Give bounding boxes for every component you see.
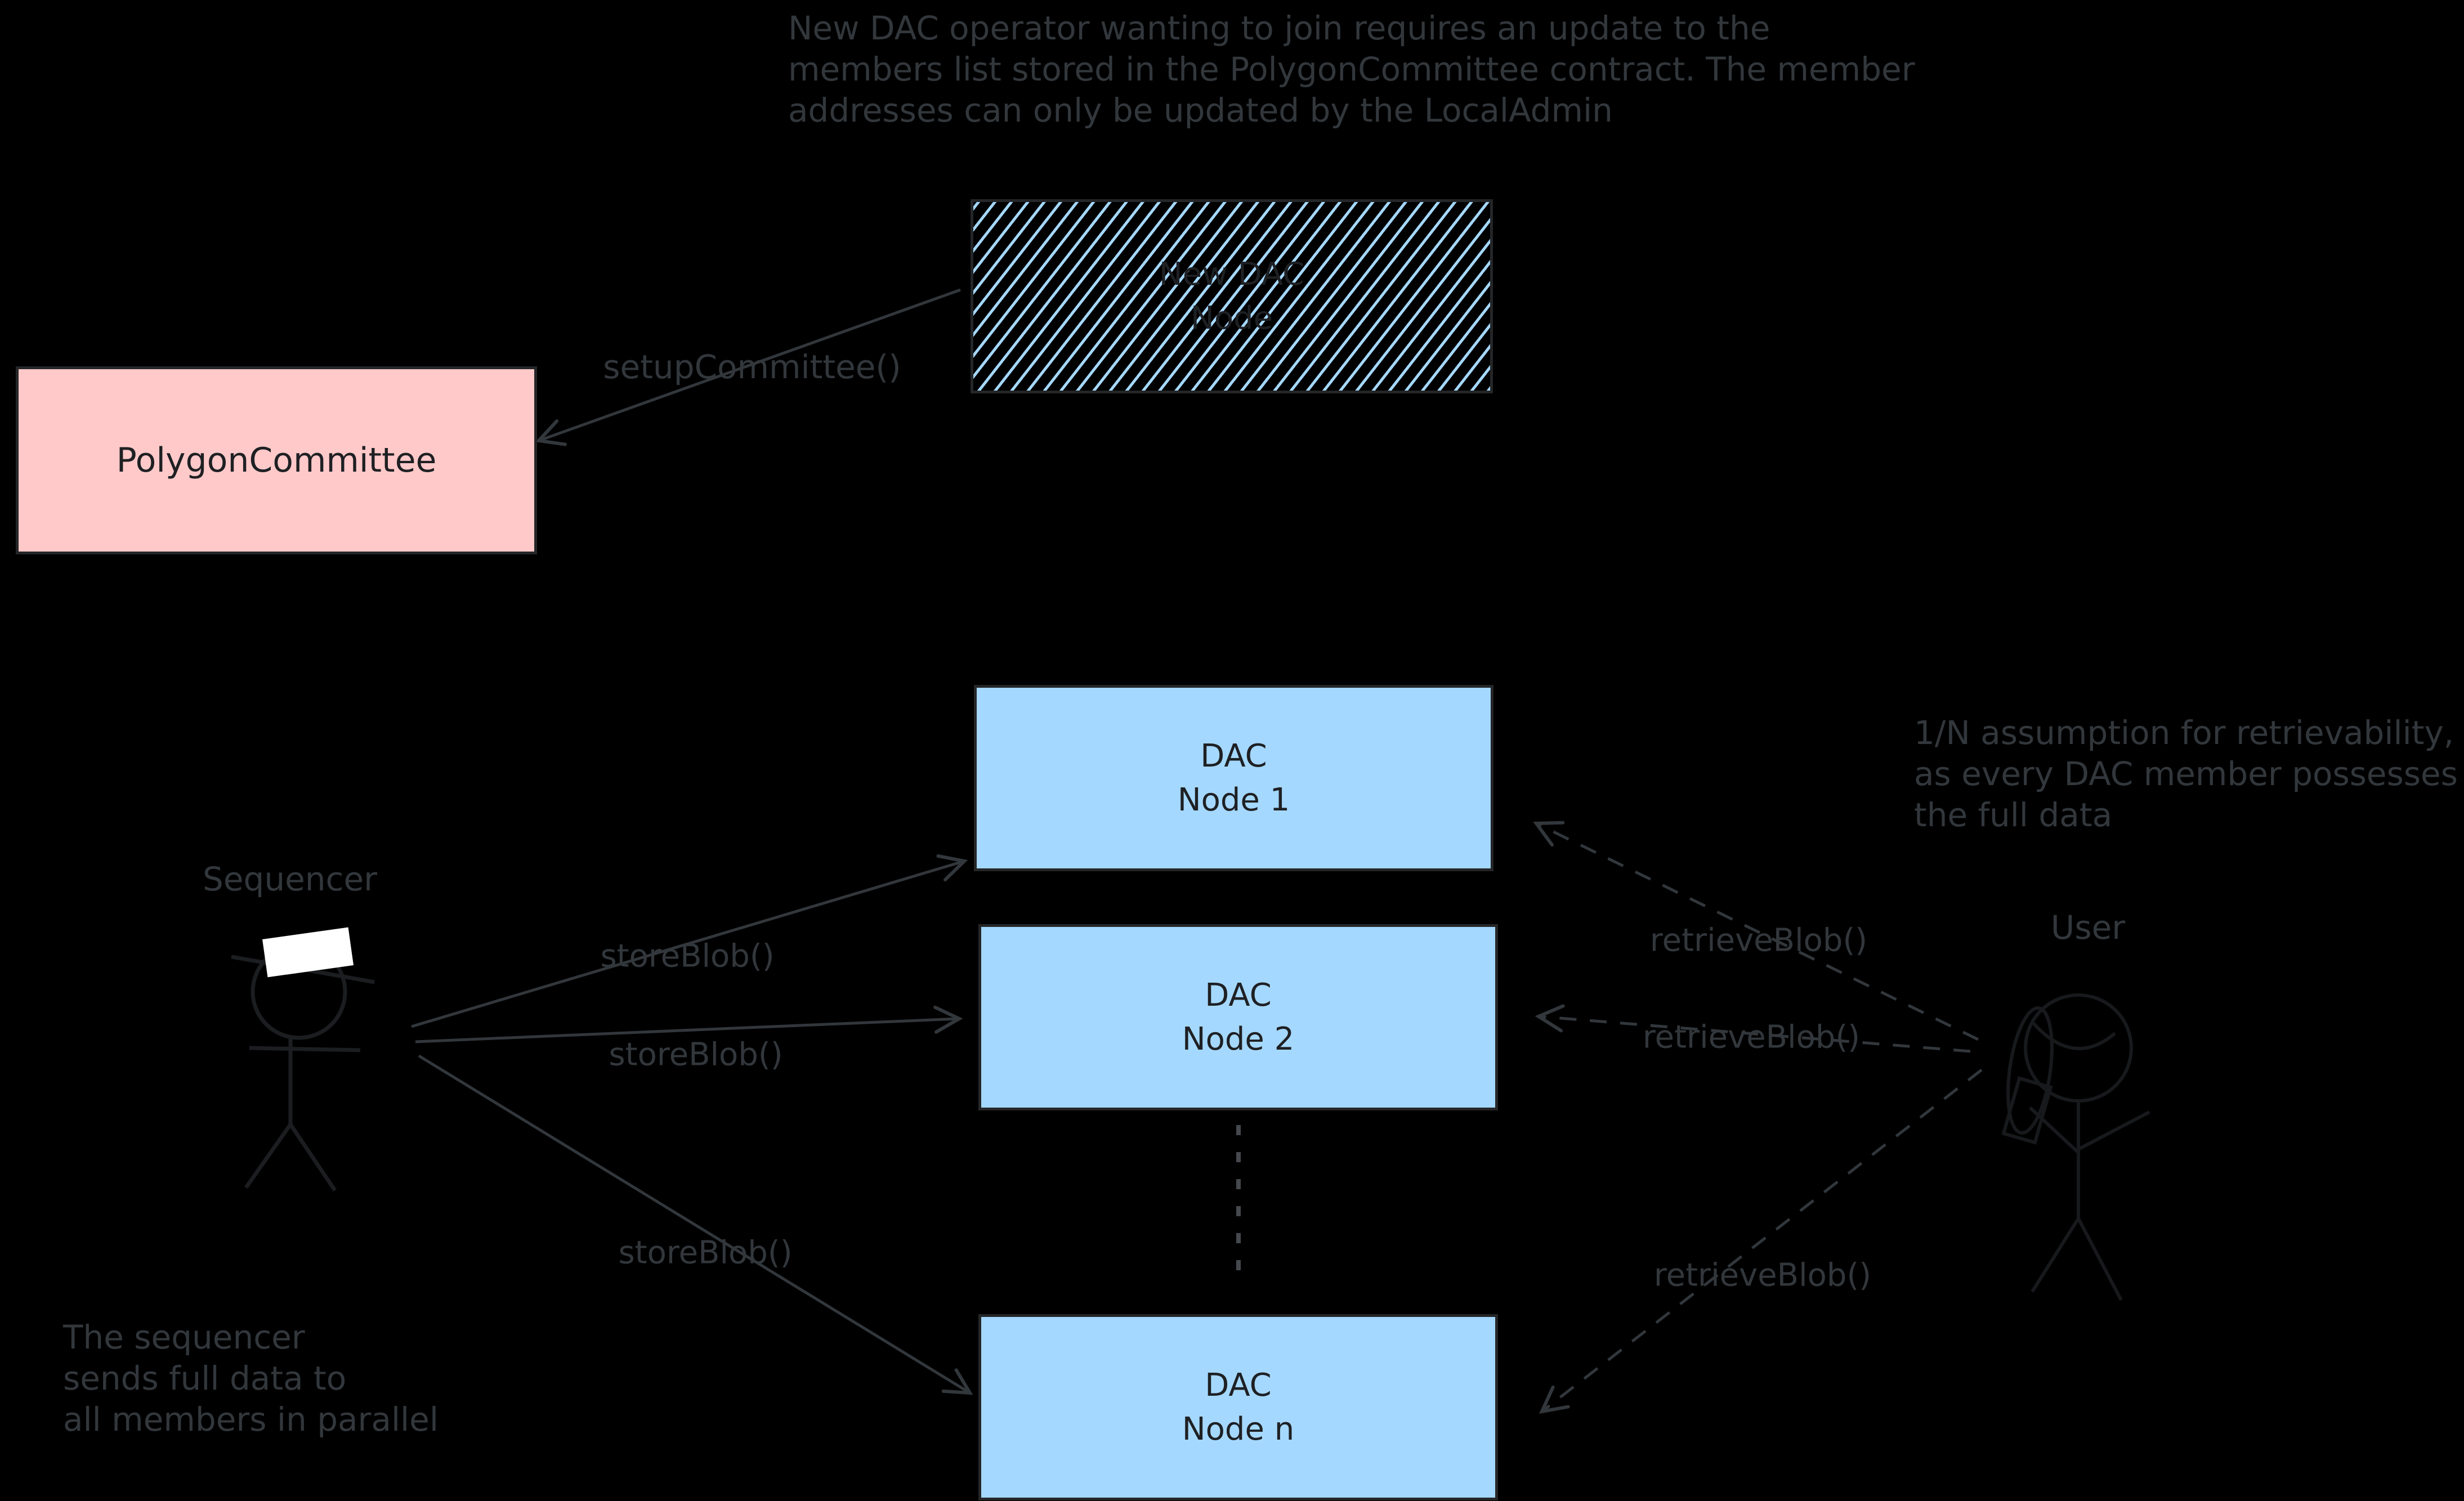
note-line: the full data xyxy=(1914,796,2113,834)
store-blob-arrow-3 xyxy=(418,1054,973,1395)
store-blob-label-1: storeBlob() xyxy=(600,938,775,975)
box-label-line: DAC xyxy=(1205,976,1272,1014)
box-new-dac-node: New DAC Node xyxy=(971,199,1493,393)
box-label-line: Node n xyxy=(1182,1410,1295,1448)
retrieve-blob-label-1: retrieveBlob() xyxy=(1649,922,1868,959)
note-line: addresses can only be updated by the Loc… xyxy=(788,91,1613,129)
retrieve-blob-label-2: retrieveBlob() xyxy=(1642,1019,1861,1056)
store-blob-label-3: storeBlob() xyxy=(618,1234,793,1271)
sequencer-leg-right xyxy=(289,1123,337,1191)
user-hair-fringe xyxy=(2032,1021,2116,1051)
setup-committee-label: setupCommittee() xyxy=(603,348,901,386)
retrieve-blob-arrow-3 xyxy=(1539,1069,1983,1414)
sequencer-arms xyxy=(249,1046,361,1052)
box-label: PolygonCommittee xyxy=(116,441,437,480)
box-label-line: Node xyxy=(1190,299,1273,337)
user-arm-left xyxy=(2028,1106,2080,1154)
box-label-line: Node 1 xyxy=(1177,781,1290,818)
sequencer-hat-brim xyxy=(231,955,375,984)
box-label-line: Node 2 xyxy=(1182,1020,1295,1058)
note-line: The sequencer xyxy=(63,1318,305,1356)
user-phone xyxy=(2001,1076,2053,1145)
sequencer-head xyxy=(251,943,347,1040)
user-arm-right xyxy=(2077,1110,2150,1151)
user-leg-left xyxy=(2031,1217,2080,1293)
box-dac-node-1: DAC Node 1 xyxy=(974,685,1493,871)
retrieve-blob-label-3: retrieveBlob() xyxy=(1653,1257,1872,1294)
box-label-line: New DAC xyxy=(1159,256,1305,293)
box-polygon-committee: PolygonCommittee xyxy=(16,366,537,554)
user-label: User xyxy=(2050,908,2126,947)
note-sequencer-parallel: The sequencer sends full data to all mem… xyxy=(63,1317,439,1440)
sequencer-leg-left xyxy=(244,1123,292,1189)
note-line: as every DAC member possesses xyxy=(1914,755,2458,793)
box-dac-node-n: DAC Node n xyxy=(978,1314,1498,1500)
user-head xyxy=(2024,993,2133,1103)
note-new-dac-operator: New DAC operator wanting to join require… xyxy=(788,8,1915,131)
user-figure xyxy=(2001,993,2150,1301)
note-line: sends full data to xyxy=(63,1359,347,1397)
note-line: all members in parallel xyxy=(63,1400,439,1439)
box-dac-node-2: DAC Node 2 xyxy=(978,924,1498,1110)
note-line: New DAC operator wanting to join require… xyxy=(788,9,1770,47)
sequencer-label: Sequencer xyxy=(203,860,377,898)
sequencer-hat xyxy=(262,927,354,978)
box-label-line: DAC xyxy=(1200,737,1267,774)
note-line: members list stored in the PolygonCommit… xyxy=(788,50,1915,88)
store-blob-label-2: storeBlob() xyxy=(609,1036,783,1073)
note-retrievability: 1/N assumption for retrievability, as ev… xyxy=(1914,713,2458,836)
note-line: 1/N assumption for retrievability, xyxy=(1914,714,2454,752)
user-leg-right xyxy=(2077,1217,2123,1301)
user-hair-side xyxy=(2006,1006,2054,1135)
sequencer-figure xyxy=(231,927,375,1191)
box-label-line: DAC xyxy=(1205,1366,1272,1404)
